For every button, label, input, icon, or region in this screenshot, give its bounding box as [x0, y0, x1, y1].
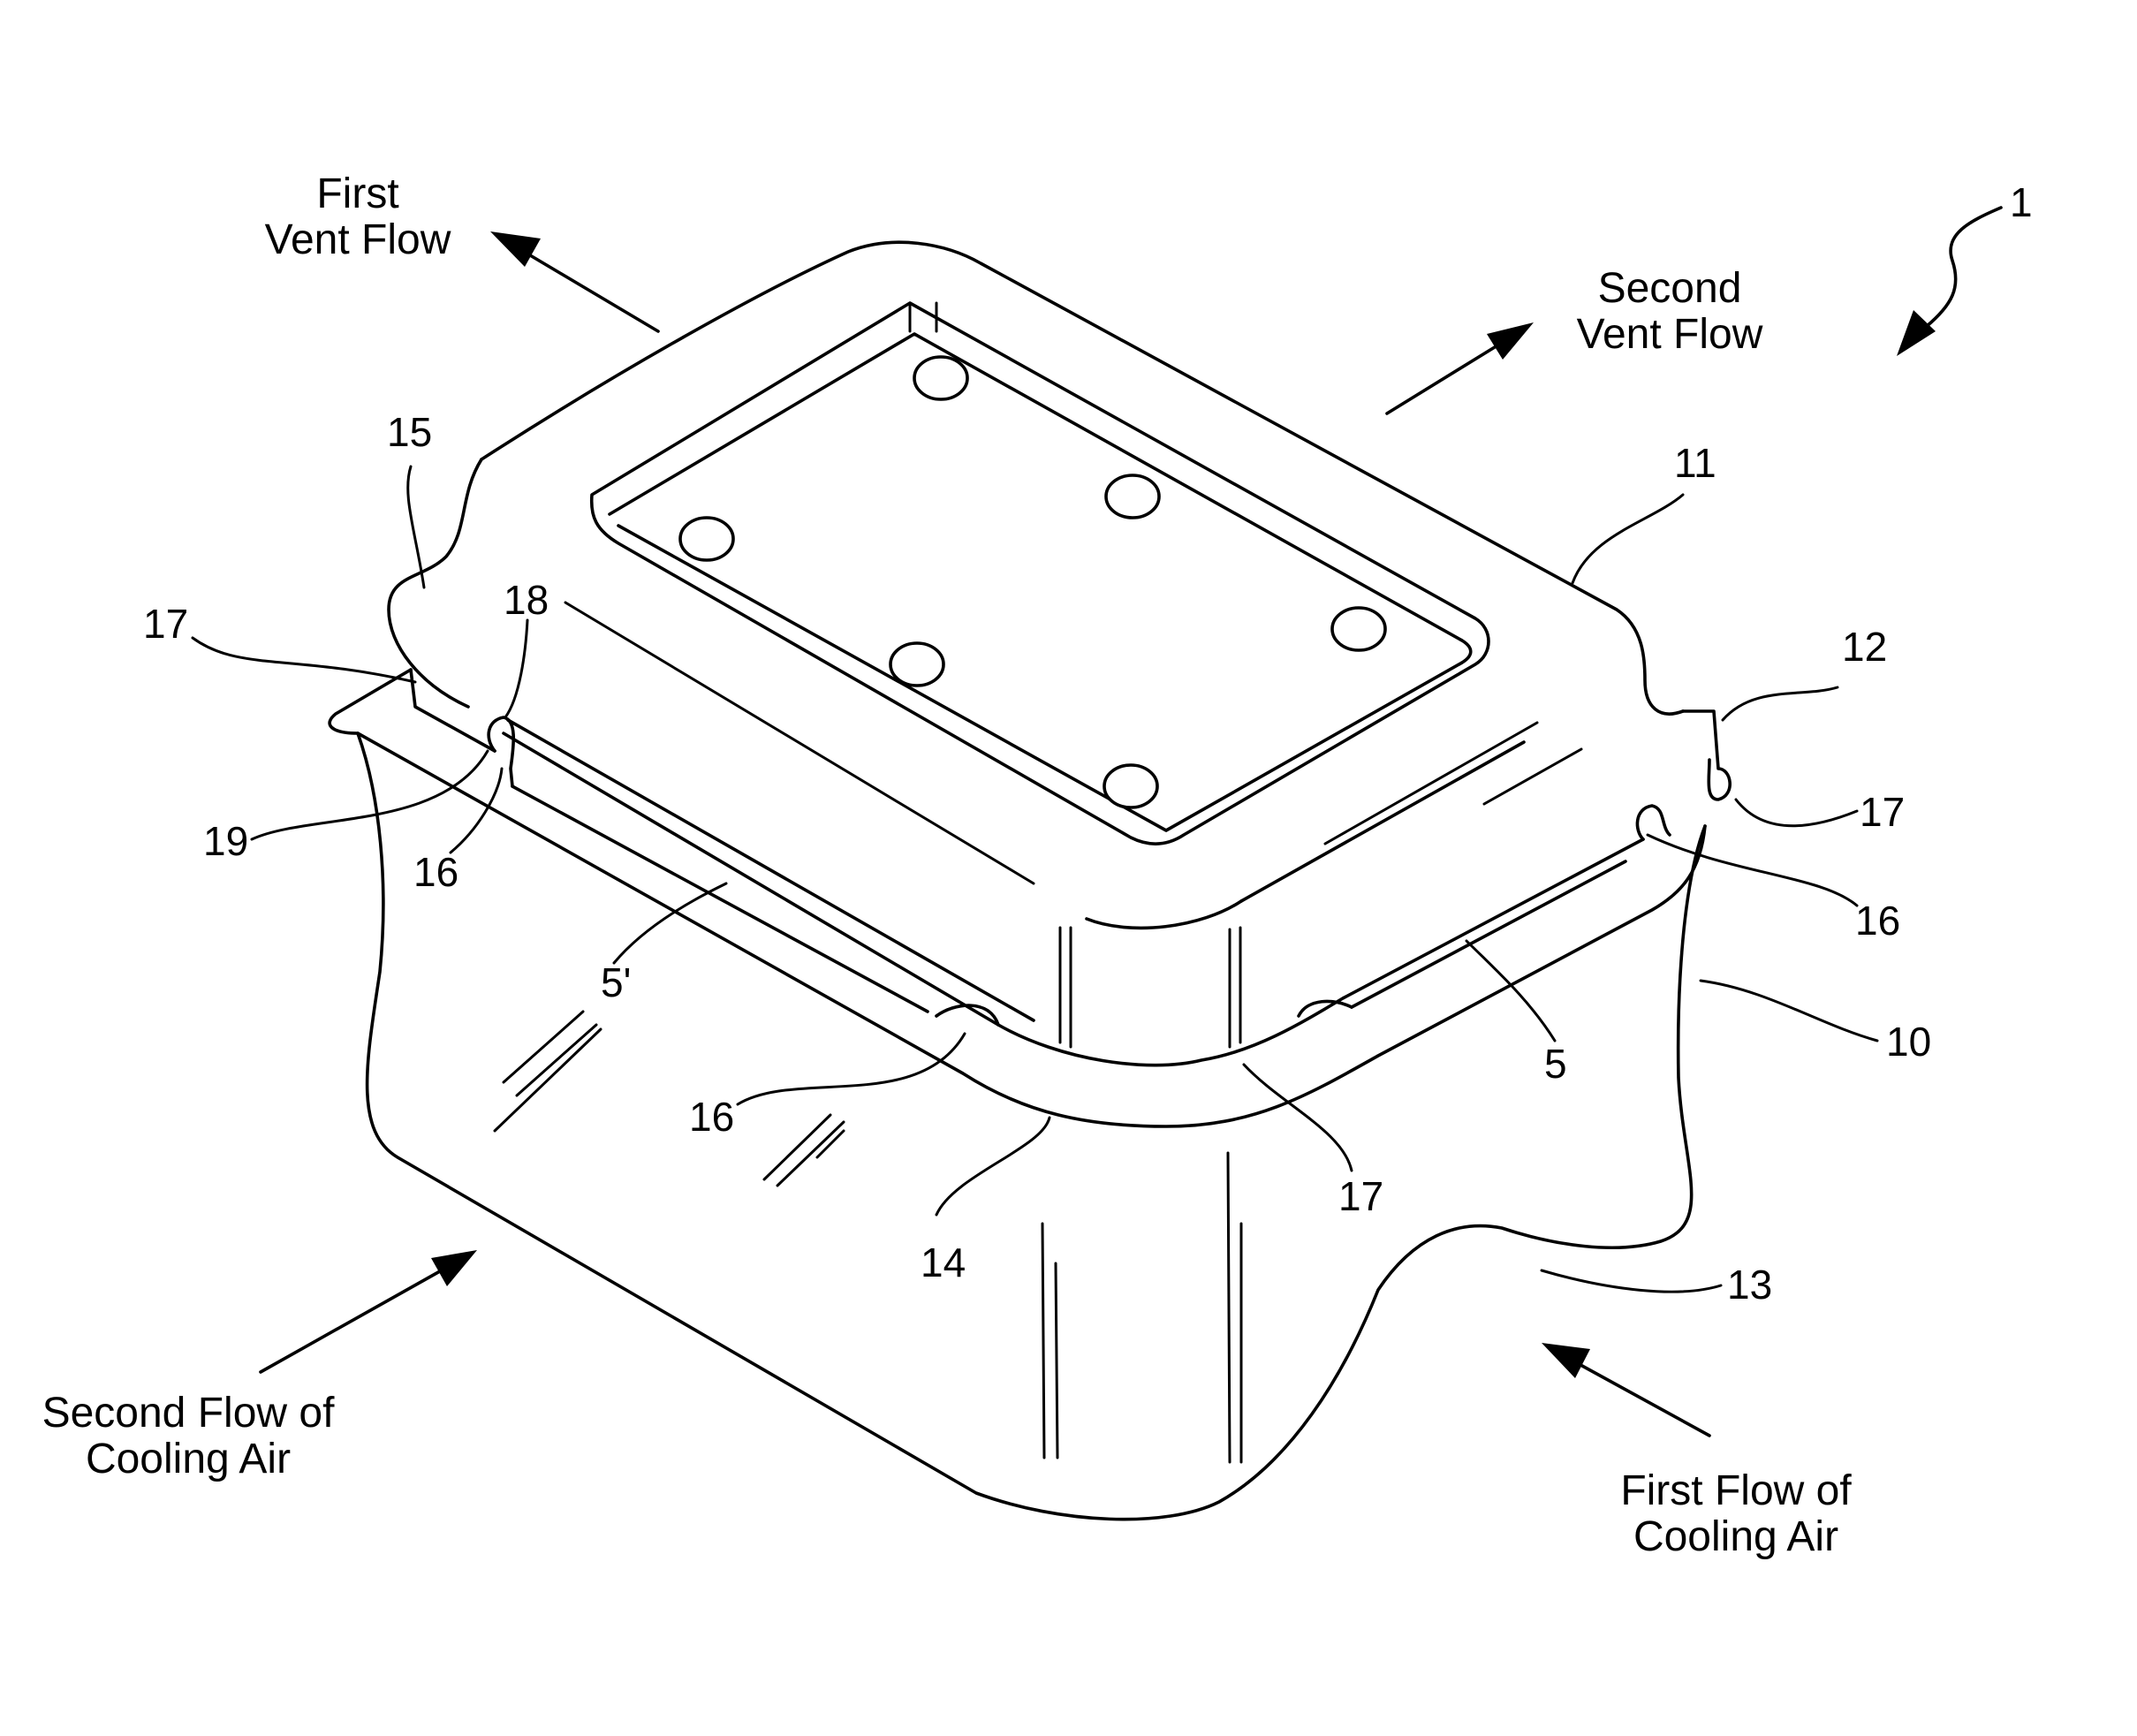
vent-hole [680, 518, 733, 560]
ref-5: 5 [1544, 1041, 1567, 1087]
vent-hole [914, 357, 967, 399]
ref-12: 12 [1842, 624, 1887, 670]
ref-11: 11 [1674, 440, 1716, 486]
ref-16-right: 16 [1855, 898, 1900, 944]
second-vent-flow-arrow [1387, 322, 1534, 413]
ref-13: 13 [1727, 1262, 1772, 1308]
ref-16-left: 16 [413, 849, 458, 895]
ref-10: 10 [1886, 1019, 1931, 1065]
ref-17-left: 17 [143, 601, 188, 647]
first-vent-flow-arrow [490, 231, 658, 331]
second-vent-flow-line1: Second [1598, 265, 1742, 312]
first-cooling-air-line2: Cooling Air [1633, 1513, 1838, 1560]
ref-18: 18 [504, 577, 549, 623]
second-cooling-air-line1: Second Flow of [42, 1390, 336, 1437]
second-cooling-air-line2: Cooling Air [86, 1436, 291, 1482]
ref-17-right: 17 [1860, 789, 1905, 835]
ref-17-bottom: 17 [1338, 1173, 1383, 1219]
first-cooling-air-line1: First Flow of [1620, 1467, 1852, 1514]
vent-hole [1332, 608, 1385, 650]
second-vent-flow-line2: Vent Flow [1577, 311, 1763, 358]
ref-19: 19 [203, 818, 248, 864]
ref-5-prime: 5' [601, 959, 631, 1005]
first-vent-flow-line2: Vent Flow [265, 216, 451, 263]
first-vent-flow-line1: First [316, 171, 398, 217]
ref-1: 1 [2010, 179, 2033, 225]
first-cooling-air-arrow [1542, 1343, 1709, 1436]
vent-hole [890, 643, 943, 686]
container-body [358, 733, 1705, 1520]
device-pointer-arrow [1897, 208, 2001, 356]
vent-hole [1104, 765, 1157, 807]
ref-14: 14 [921, 1239, 966, 1285]
vent-hole [1106, 475, 1159, 518]
ref-16-bottom: 16 [689, 1094, 734, 1140]
ref-15: 15 [387, 409, 432, 455]
second-cooling-air-arrow [261, 1250, 477, 1372]
